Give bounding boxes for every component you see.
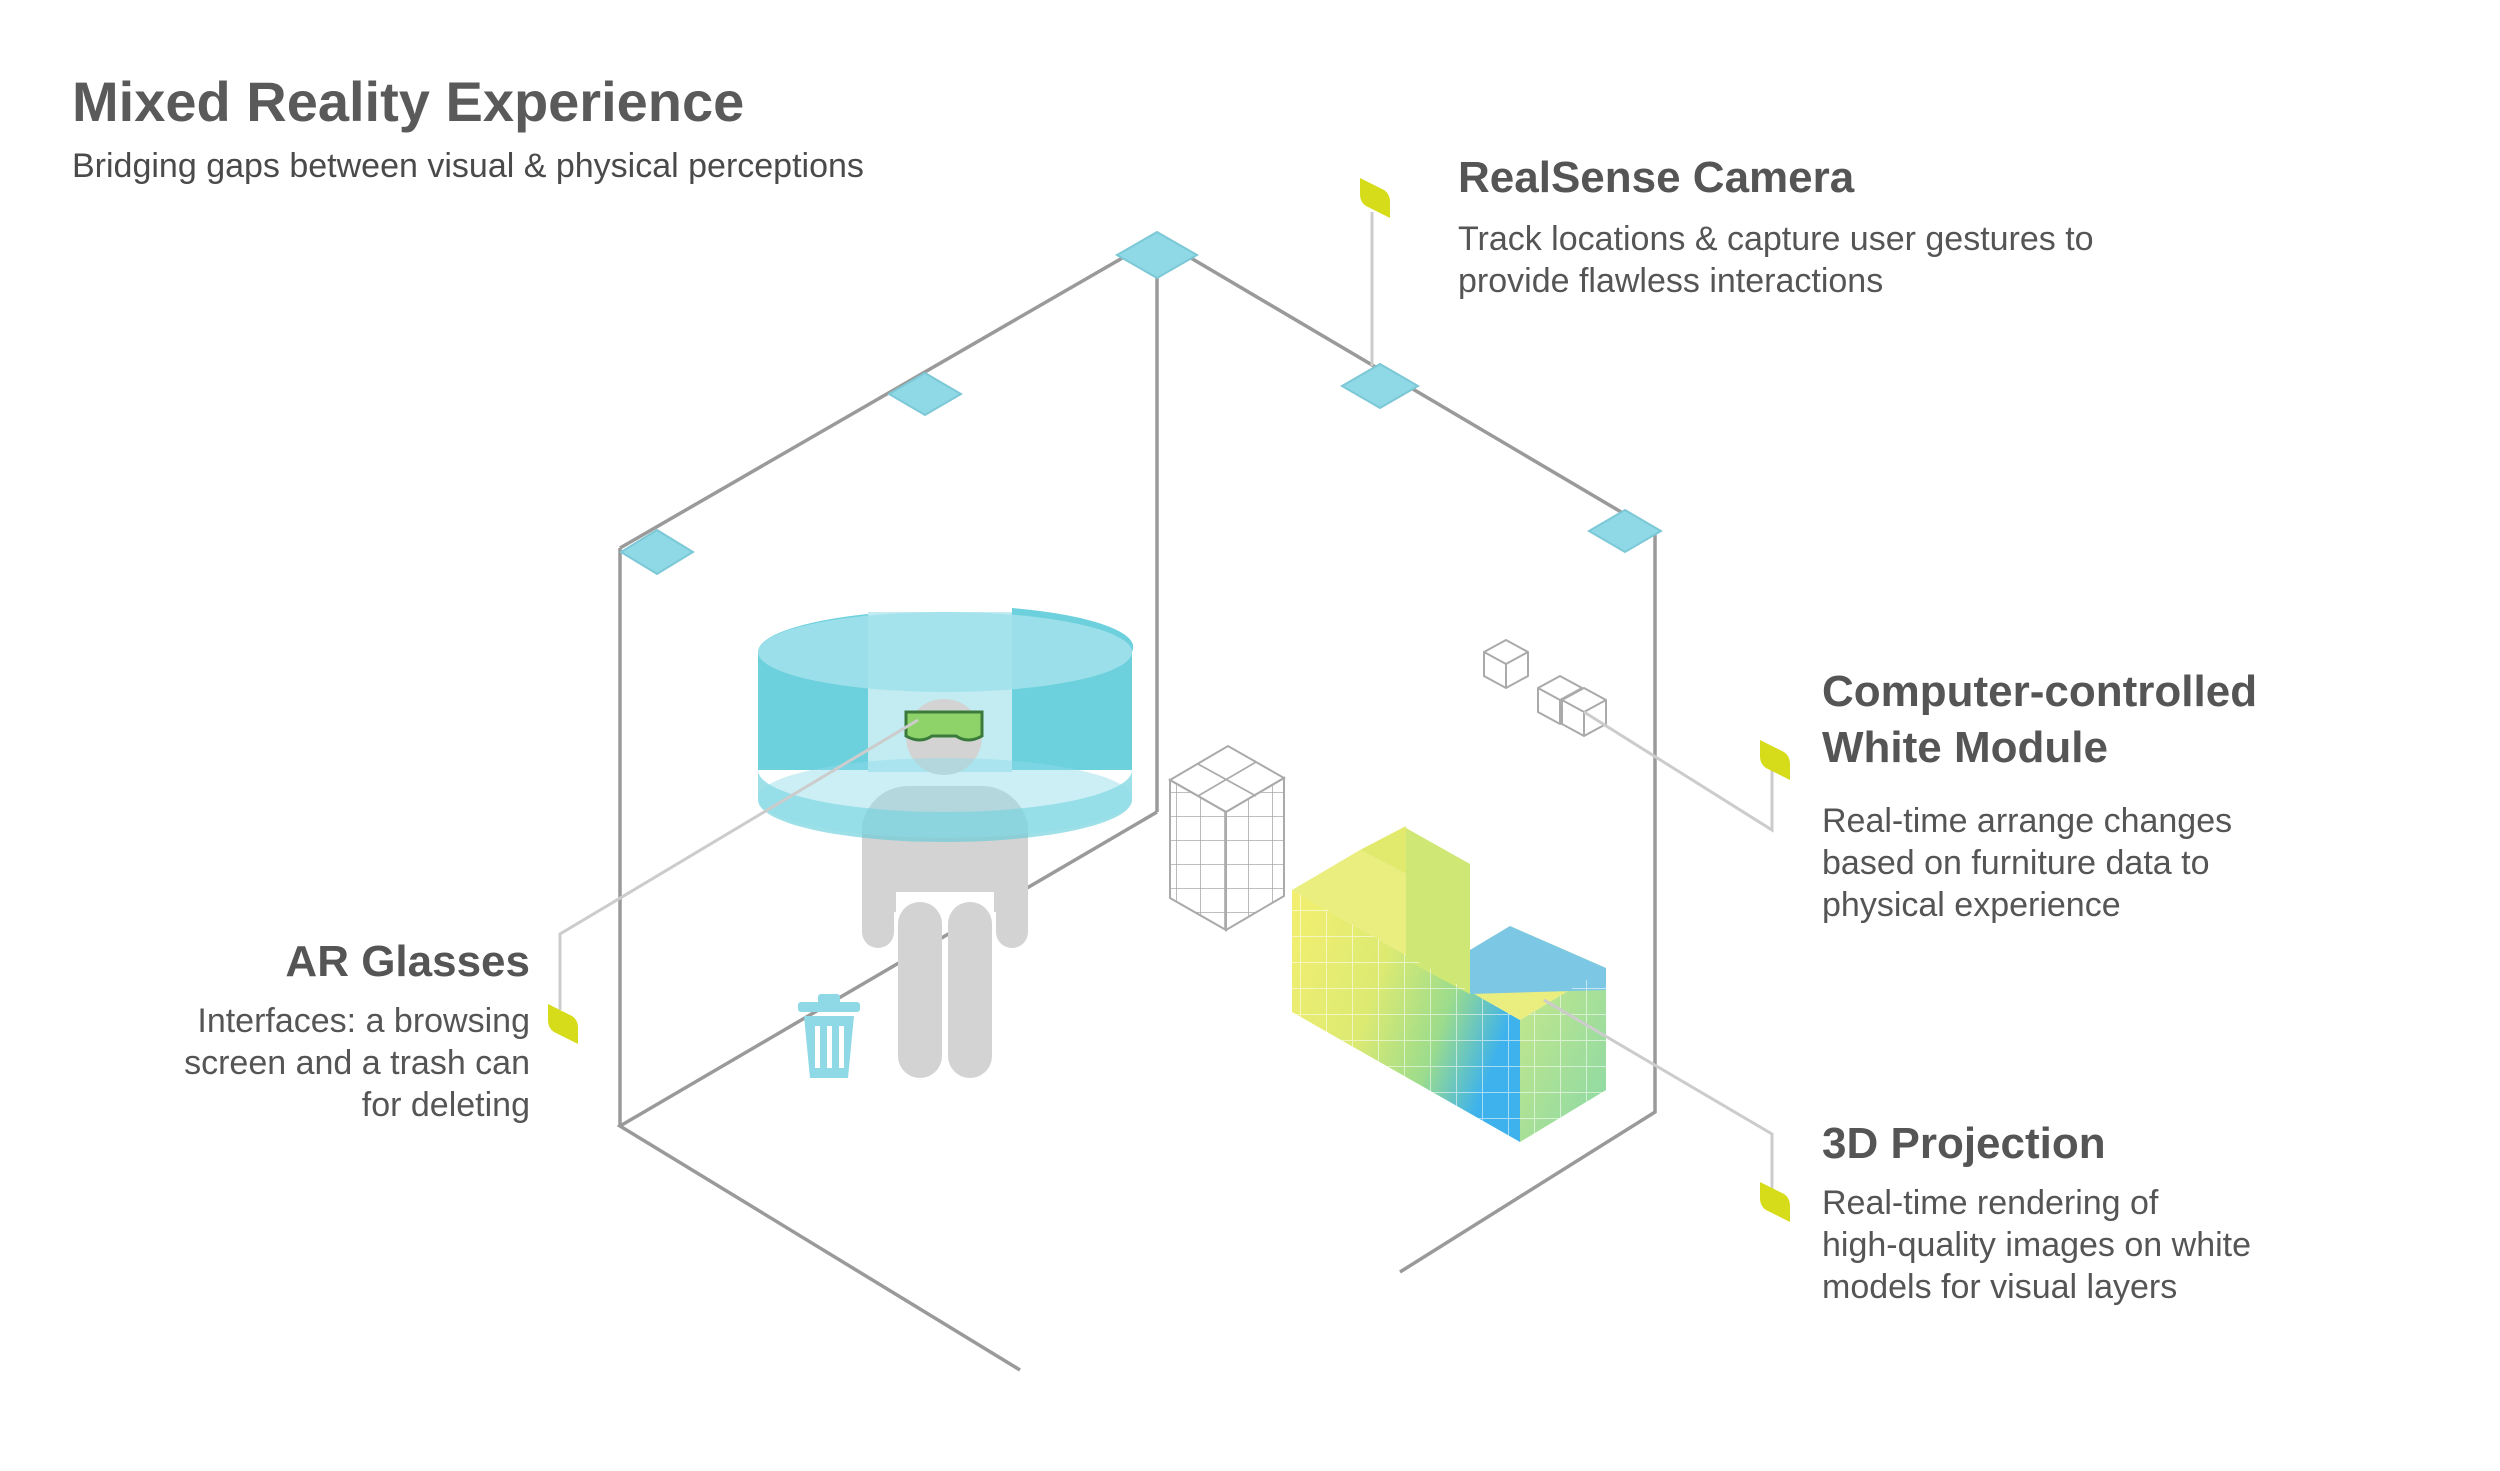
marker-icon [548, 1004, 578, 1044]
floating-cubes [1483, 638, 1607, 738]
callout-markers [548, 178, 1790, 1222]
camera-icon [1587, 508, 1663, 554]
marker-icon [1760, 1182, 1790, 1222]
callout-title: Computer-controlled [1822, 667, 2258, 716]
callout-desc-line: Real-time rendering of [1822, 1184, 2159, 1222]
callout-desc-line: screen and a trash can [184, 1044, 530, 1082]
leader-lines [558, 212, 1774, 1190]
marker-icon [1360, 178, 1390, 218]
white-module-stack [1168, 744, 1286, 932]
callout-desc-line: for deleting [361, 1086, 530, 1124]
callout-desc-line: Real-time arrange changes [1822, 802, 2233, 840]
callout-title: AR Glasses [285, 937, 530, 986]
callout-desc-line: Track locations & capture user gestures … [1458, 220, 2094, 258]
callout-desc-line: based on furniture data to [1822, 844, 2210, 882]
camera-icon [1340, 362, 1420, 410]
callout-ar-glasses: AR Glasses Interfaces: a browsing screen… [100, 934, 530, 1126]
marker-icon [1760, 740, 1790, 780]
page-title: Mixed Reality Experience [72, 70, 745, 133]
callout-realsense-camera: RealSense Camera Track locations & captu… [1458, 150, 2094, 302]
callout-title: RealSense Camera [1458, 153, 1855, 202]
camera-icon [887, 371, 963, 417]
callout-desc-line: physical experience [1822, 886, 2121, 924]
callout-desc-line: models for visual layers [1822, 1268, 2178, 1306]
callout-desc-line: Interfaces: a browsing [197, 1002, 530, 1040]
callout-desc-line: high-quality images on white [1822, 1226, 2252, 1264]
callout-desc-line: provide flawless interactions [1458, 262, 1884, 300]
callout-title: White Module [1822, 723, 2108, 772]
projected-sofa [1292, 826, 1606, 1142]
screen-front-band [758, 770, 1132, 842]
callout-title: 3D Projection [1822, 1119, 2106, 1168]
callout-3d-projection: 3D Projection Real-time rendering of hig… [1822, 1116, 2251, 1308]
trash-can-icon [798, 994, 860, 1078]
ar-glasses-icon [904, 710, 984, 742]
page-subtitle: Bridging gaps between visual & physical … [72, 147, 864, 185]
camera-icon [619, 528, 695, 576]
callout-white-module: Computer-controlled White Module Real-ti… [1822, 664, 2257, 926]
realsense-cameras [619, 230, 1663, 576]
screen-floor-ring [758, 758, 1132, 838]
camera-icon [1114, 230, 1200, 280]
